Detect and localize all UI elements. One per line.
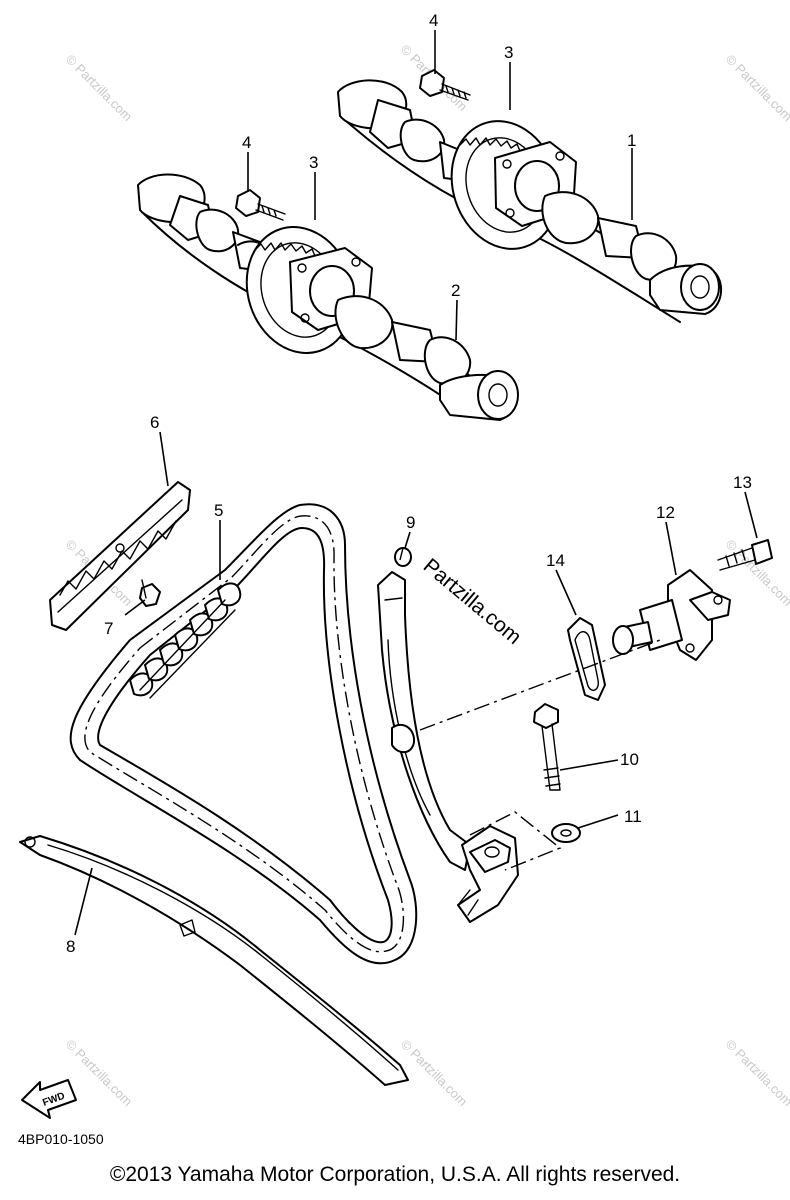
callout-9: 9 — [406, 513, 415, 532]
drawing-code: 4BP010-1050 — [18, 1131, 104, 1147]
partzilla-watermark: Partzilla.com — [419, 554, 526, 649]
assembly-lines — [399, 547, 661, 871]
leader-lines — [74, 30, 758, 936]
callout-10: 10 — [620, 750, 639, 769]
callout-2: 2 — [451, 281, 460, 300]
callout-numbers: 1 2 3 3 4 4 5 6 7 8 9 10 11 12 13 14 — [66, 11, 752, 956]
callout-13: 13 — [733, 473, 752, 492]
callout-1: 1 — [627, 131, 636, 150]
exploded-view-drawing: © Partzilla.com © Partzilla.com © Partzi… — [18, 11, 790, 1147]
callout-8: 8 — [66, 937, 75, 956]
tensioner-bolt-13[interactable] — [717, 539, 773, 571]
callout-4b: 4 — [242, 133, 251, 152]
callout-14: 14 — [546, 551, 565, 570]
chain-guide-6[interactable] — [49, 481, 191, 631]
tensioner-guide-9[interactable] — [377, 547, 519, 923]
callout-5: 5 — [214, 501, 223, 520]
sprocket-bolt-4-lower[interactable] — [235, 189, 286, 221]
callout-4a: 4 — [429, 11, 438, 30]
chain-links — [129, 582, 242, 699]
watermark-tile: © Partzilla.com — [723, 52, 790, 125]
callout-6: 6 — [150, 413, 159, 432]
tensioner-bolt-10[interactable] — [533, 703, 561, 791]
callout-11: 11 — [624, 807, 642, 826]
watermark-tile: © Partzilla.com — [723, 1037, 790, 1110]
fwd-arrow-icon: FWD — [21, 1079, 77, 1119]
callout-3a: 3 — [504, 43, 513, 62]
callout-3b: 3 — [309, 153, 318, 172]
sprocket-bolt-4-upper[interactable] — [419, 69, 471, 101]
cam-chain-5[interactable] — [69, 503, 418, 965]
cam-chain-tensioner-12[interactable] — [612, 569, 731, 661]
watermark-tile: © Partzilla.com — [63, 52, 136, 125]
gasket-14[interactable] — [567, 617, 606, 701]
callout-12: 12 — [656, 503, 675, 522]
copyright-notice: ©2013 Yamaha Motor Corporation, U.S.A. A… — [109, 1163, 681, 1186]
watermark-tile: © Partzilla.com — [398, 1037, 471, 1110]
camshaft-1[interactable] — [337, 79, 723, 323]
chain-guide-8[interactable] — [19, 835, 409, 1086]
camshaft-2[interactable] — [137, 173, 519, 421]
callout-7: 7 — [104, 619, 113, 638]
washer-11[interactable] — [551, 823, 581, 843]
